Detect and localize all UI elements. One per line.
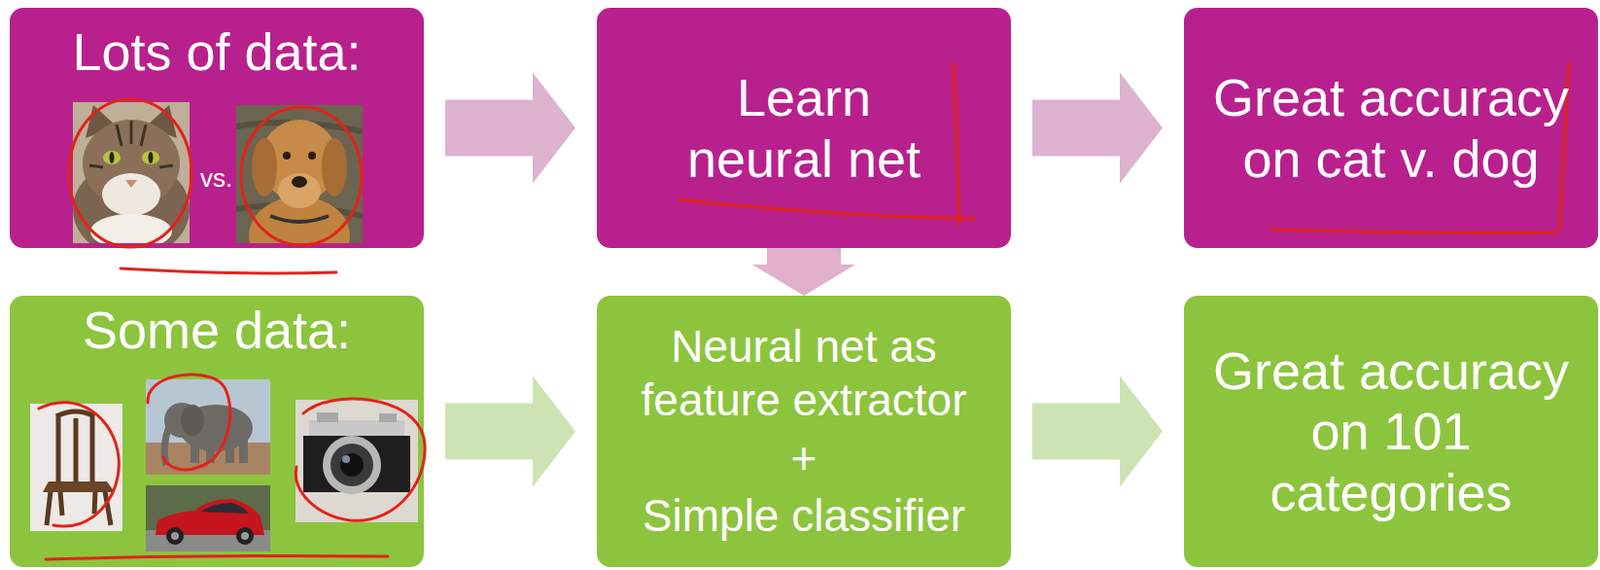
hand-annotation [120, 268, 337, 274]
chair-photo [30, 403, 123, 531]
camera-photo [342, 454, 350, 463]
cat-photo [89, 120, 174, 168]
box-text: Great accuracy on cat v. dog [1206, 67, 1576, 188]
process-box: Learn neural net [596, 7, 1011, 248]
cat-photo [103, 150, 121, 165]
box-text: Neural net as feature extractor [609, 319, 999, 427]
elephant-photo [145, 379, 271, 475]
hand-annotation [45, 555, 388, 559]
block-arrow [445, 72, 576, 184]
camera-photo [322, 435, 382, 494]
camera-photo [295, 399, 418, 522]
car-photo [200, 502, 249, 514]
plus-sign: + [791, 431, 818, 486]
cat-photo [85, 104, 117, 139]
cat-photo [102, 173, 161, 216]
box-heading: Some data: [82, 299, 351, 360]
cat-photo [72, 102, 190, 244]
elephant-photo [206, 439, 215, 463]
dog-photo [270, 215, 329, 222]
dog-photo [236, 122, 363, 216]
hand-annotation [241, 106, 362, 245]
elephant-photo [225, 439, 235, 463]
camera-photo [340, 452, 364, 477]
dog-photo [248, 196, 350, 244]
car-photo [145, 485, 271, 552]
camera-photo [295, 399, 418, 522]
hand-annotation [38, 402, 119, 526]
elephant-photo [145, 442, 271, 475]
cat-photo [72, 102, 190, 244]
block-arrow [1032, 72, 1163, 184]
cat-photo [148, 151, 154, 164]
cat-photo [82, 119, 180, 208]
car-photo [171, 531, 179, 540]
dog-photo [236, 104, 363, 244]
car-photo [241, 531, 249, 540]
elephant-photo [178, 404, 253, 452]
camera-photo [330, 443, 374, 487]
car-photo [236, 526, 254, 545]
dog-photo [278, 173, 321, 209]
dog-photo [282, 151, 291, 160]
dog-photo [251, 138, 278, 197]
camera-photo [316, 412, 339, 422]
camera-photo [309, 419, 405, 440]
chair-photo [30, 403, 123, 531]
car-photo [145, 529, 271, 552]
car-photo [145, 485, 271, 552]
hand-annotation [295, 398, 425, 521]
box-text: Simple classifier [642, 488, 966, 543]
elephant-photo [164, 425, 170, 465]
dog-photo [308, 151, 316, 160]
data-box: Lots of data: vs. [9, 7, 424, 248]
versus-label: vs. [200, 163, 233, 194]
cat-photo [125, 179, 138, 188]
chair-photo [46, 411, 111, 525]
hand-annotation [678, 199, 975, 219]
dog-photo [291, 175, 308, 188]
car-photo [155, 498, 265, 535]
camera-photo [379, 413, 397, 422]
cat-photo [141, 150, 160, 165]
result-box: Great accuracy on cat v. dog [1183, 7, 1599, 248]
elephant-photo [164, 402, 200, 438]
block-arrow [445, 376, 576, 487]
result-box: Great accuracy on 101 categories [1183, 295, 1599, 567]
process-box: Neural net as feature extractor+Simple c… [596, 295, 1011, 567]
chair-photo [42, 481, 115, 492]
cat-photo [72, 160, 190, 244]
cat-photo [109, 151, 115, 164]
box-text: Great accuracy on 101 categories [1206, 340, 1576, 522]
camera-photo [303, 435, 411, 492]
hand-annotation [38, 63, 1569, 559]
cat-photo [145, 104, 177, 139]
box-text: Learn neural net [662, 67, 945, 188]
elephant-photo [239, 437, 248, 463]
hand-annotation [147, 374, 231, 470]
cat-photo [90, 213, 173, 244]
car-photo [166, 526, 184, 545]
block-arrow [1032, 376, 1163, 487]
hand-annotation [1270, 229, 1557, 233]
elephant-photo [180, 404, 205, 436]
data-box: Some data: [9, 295, 424, 567]
hand-annotation [1559, 63, 1569, 230]
dog-photo [260, 119, 339, 202]
hand-annotation [69, 99, 192, 247]
hand-annotation [953, 63, 960, 225]
box-heading: Lots of data: [71, 21, 361, 82]
elephant-photo [145, 379, 271, 475]
dog-photo [321, 138, 348, 197]
elephant-photo [190, 439, 200, 463]
dog-photo [236, 104, 363, 244]
block-arrow [752, 247, 856, 296]
